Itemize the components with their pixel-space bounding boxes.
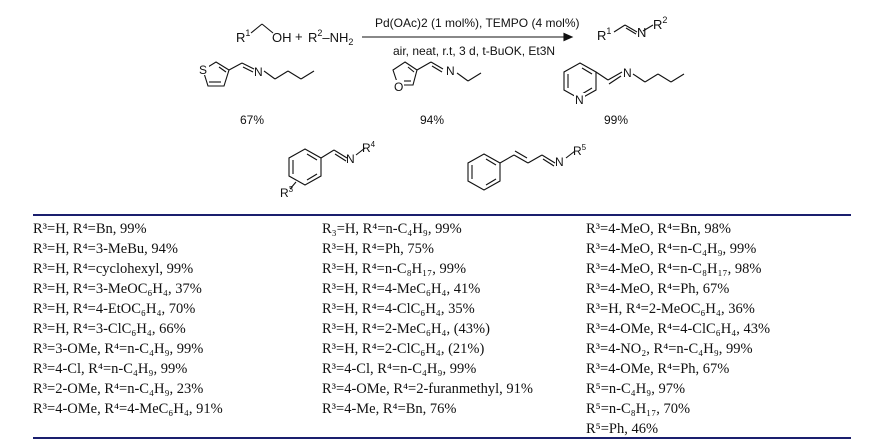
table-column-1: R³=H, R⁴=Bn, 99% R³=H, R⁴=3-MeBu, 94% R³=H… <box>33 219 223 419</box>
table-entry: R³=2-OMe, R⁴=n-C₄H₉, 23% <box>33 381 204 397</box>
thiophene-imine-structure <box>202 61 315 87</box>
aryl-n-atom: N <box>346 152 355 166</box>
table-entry: R⁵=Ph, 46% <box>586 421 659 437</box>
reactant-oh: OH <box>272 30 292 45</box>
table-entry: R³=4-OMe, R⁴=4-MeC₆H₄, 91% <box>33 401 223 417</box>
table-entry: R³=4-Cl, R⁴=n-C₄H₉, 99% <box>33 361 188 377</box>
reactant-r1: R1 <box>236 28 250 45</box>
table-column-3: R³=4-MeO, R⁴=Bn, 98% R³=4-MeO, R⁴=n-C₄H₉,… <box>586 219 770 439</box>
product-r1: R1 <box>597 26 611 43</box>
thiophene-n-atom: N <box>254 65 263 79</box>
table-entry: R³=H, R⁴=4-MeC₆H₄, 41% <box>322 281 481 297</box>
furan-imine-structure <box>392 61 482 86</box>
aryl-r3: R3 <box>280 185 294 200</box>
table-column-2: R₃=H, R⁴=n-C₄H₉, 99% R³=H, R⁴=Ph, 75% R³=H… <box>322 219 533 419</box>
table-entry: R³=4-NO₂, R⁴=n-C₄H₉, 99% <box>586 341 753 357</box>
furan-o-atom: O <box>394 80 403 94</box>
reactant-amine: R2–NH2 <box>308 28 353 47</box>
conditions-top: Pd(OAc)2 (1 mol%), TEMPO (4 mol%) <box>375 16 579 30</box>
table-entry: R⁵=n-C₄H₉, 97% <box>586 381 686 397</box>
yield-thiophene: 67% <box>240 113 264 127</box>
table-entry: R₃=H, R⁴=n-C₄H₉, 99% <box>322 221 462 237</box>
thiophene-s-atom: S <box>199 63 207 77</box>
pyridine-n-atom: N <box>575 93 584 107</box>
conditions-bottom: air, neat, r.t, 3 d, t-BuOK, Et3N <box>393 44 555 58</box>
table-entry: R³=H, R⁴=4-ClC₆H₄, 35% <box>322 301 475 317</box>
table-entry: R³=H, R⁴=n-C₈H₁₇, 99% <box>322 261 467 277</box>
table-entry: R³=H, R⁴=2-MeOC₆H₄, 36% <box>586 301 755 317</box>
aryl-r4: R4 <box>362 140 376 155</box>
table-entry: R³=4-MeO, R⁴=n-C₄H₉, 99% <box>586 241 757 257</box>
product-n: N <box>637 25 646 40</box>
table-entry: R³=4-MeO, R⁴=Ph, 67% <box>586 281 730 297</box>
cinnamyl-imine-structure <box>467 150 576 191</box>
table-entry: R³=4-OMe, R⁴=Ph, 67% <box>586 361 730 377</box>
plus-sign: + <box>295 29 303 44</box>
pyridine-imine-n-atom: N <box>623 66 632 80</box>
table-entry: R³=4-MeO, R⁴=Bn, 98% <box>586 221 731 237</box>
aryl-imine-structure <box>288 147 366 190</box>
reaction-scheme: R1 OH + R2–NH2 Pd(OAc)2 (1 mol%), TEMPO … <box>199 15 685 200</box>
table-entry: R³=H, R⁴=2-ClC₆H₄, (21%) <box>322 341 485 357</box>
product-r2: R2 <box>653 15 667 32</box>
table-bottom-rule <box>33 437 851 439</box>
table-entry: R³=4-OMe, R⁴=2-furanmethyl, 91% <box>322 381 534 397</box>
table-entry: R³=H, R⁴=Bn, 99% <box>33 221 147 237</box>
furan-n-atom: N <box>446 64 455 78</box>
table-entry: R³=H, R⁴=2-MeC₆H₄, (43%) <box>322 321 490 337</box>
table-entry: R³=H, R⁴=3-ClC₆H₄, 66% <box>33 321 186 337</box>
table-entry: R³=H, R⁴=Ph, 75% <box>322 241 434 257</box>
table-entry: R³=4-Me, R⁴=Bn, 76% <box>322 401 457 417</box>
yield-furan: 94% <box>420 113 444 127</box>
table-entry: R³=4-MeO, R⁴=n-C₈H₁₇, 98% <box>586 261 762 277</box>
table-top-rule <box>33 214 851 216</box>
table-entry: R³=H, R⁴=3-MeBu, 94% <box>33 241 178 257</box>
table-entry: R³=3-OMe, R⁴=n-C₄H₉, 99% <box>33 341 204 357</box>
yield-pyridine: 99% <box>604 113 628 127</box>
table-entry: R³=4-Cl, R⁴=n-C₄H₉, 99% <box>322 361 477 377</box>
table-entry: R⁵=n-C₈H₁₇, 70% <box>586 401 691 417</box>
cinnamyl-n-atom: N <box>555 155 564 169</box>
cinnamyl-r5: R5 <box>573 143 587 158</box>
table-entry: R³=H, R⁴=3-MeOC₆H₄, 37% <box>33 281 202 297</box>
table-entry: R³=H, R⁴=4-EtOC₆H₄, 70% <box>33 301 196 317</box>
table-entry: R³=H, R⁴=cyclohexyl, 99% <box>33 261 194 277</box>
table-entry: R³=4-OMe, R⁴=4-ClC₆H₄, 43% <box>586 321 771 337</box>
